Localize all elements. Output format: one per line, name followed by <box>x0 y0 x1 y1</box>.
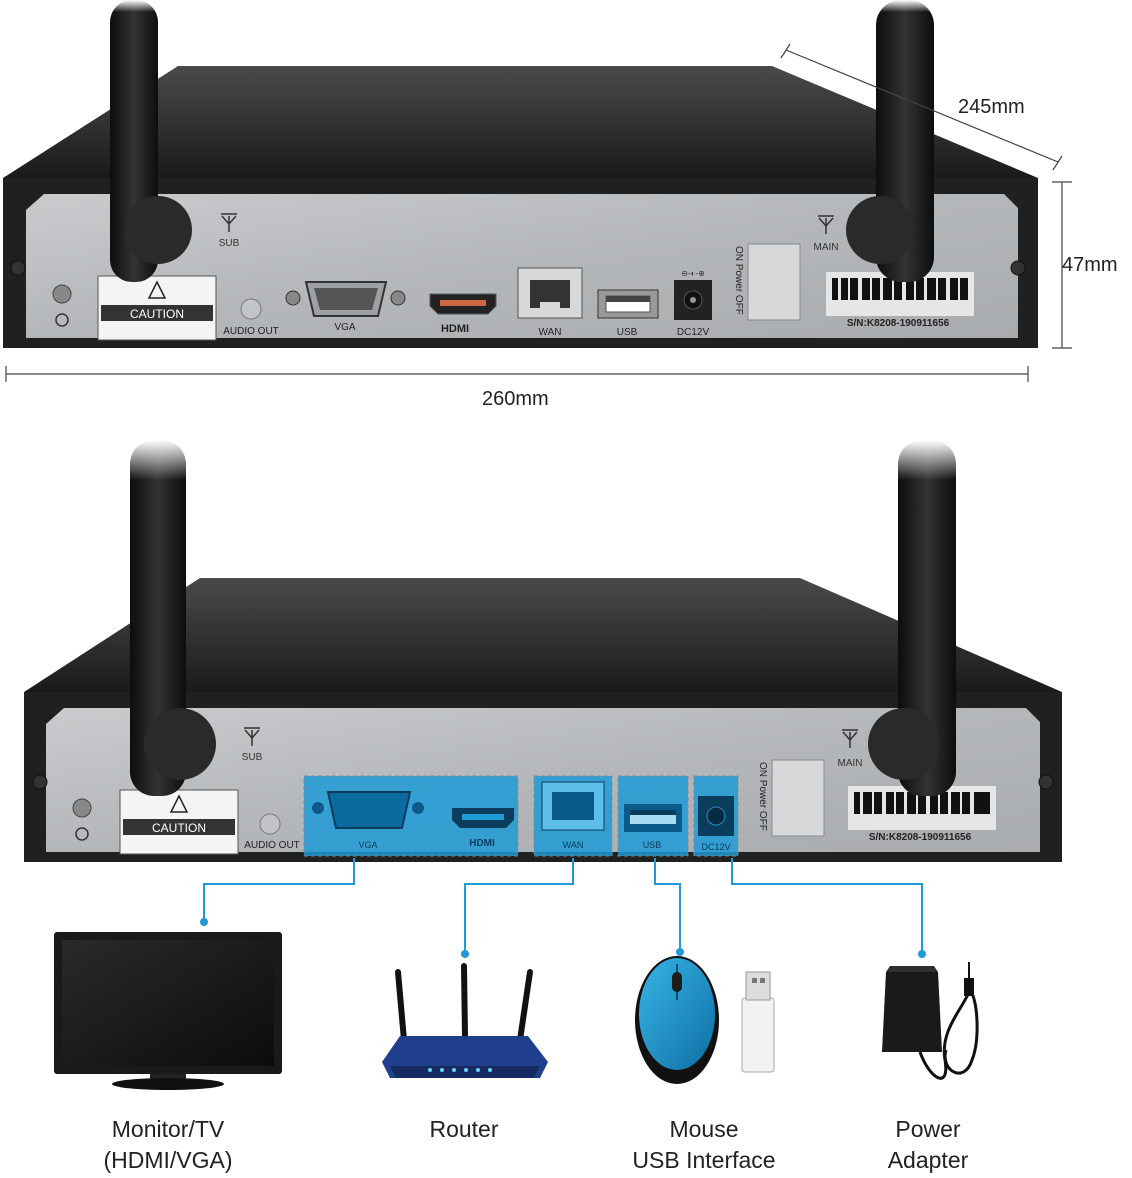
dc12v-label: DC12V <box>677 327 710 338</box>
chassis-top <box>24 578 1062 692</box>
router-caption-line1: Router <box>429 1116 499 1142</box>
height-dimension-line <box>1052 181 1072 349</box>
sub-antenna-icon <box>244 727 260 746</box>
usb-label: USB <box>617 327 638 338</box>
ground-screw-icon <box>72 798 92 818</box>
hdmi-port <box>429 293 497 315</box>
depth-dimension: 245mm <box>958 96 1025 118</box>
router-icon <box>382 963 548 1078</box>
sub-label: SUB <box>219 238 240 249</box>
power-caption-line2: Adapter <box>887 1147 969 1173</box>
vga-port <box>285 281 406 317</box>
main-antenna-icon <box>818 215 834 234</box>
warning-icon <box>169 794 189 813</box>
power-switch <box>771 759 825 837</box>
vga-label: VGA <box>334 322 355 333</box>
monitor-caption: Monitor/TV (HDMI/VGA) <box>68 1114 268 1176</box>
hdmi-label: HDMI <box>469 838 495 849</box>
serial-number: S/N:K8208-190911656 <box>869 832 972 843</box>
antenna-left <box>110 0 192 282</box>
audio-out-label: AUDIO OUT <box>244 840 300 851</box>
monitor-icon <box>54 932 282 1090</box>
main-label: MAIN <box>838 758 863 769</box>
power-caption: Power Adapter <box>848 1114 1008 1176</box>
power-switch-label: ON Power OFF <box>757 762 768 831</box>
mouse-caption-line2: USB Interface <box>632 1147 776 1173</box>
wan-label: WAN <box>539 327 562 338</box>
ground-symbol-icon <box>75 827 89 841</box>
mouse-connector-line <box>654 858 681 950</box>
mouse-caption-line1: Mouse <box>669 1116 739 1142</box>
audio-out-jack <box>259 813 281 835</box>
main-antenna-icon <box>842 729 858 748</box>
monitor-connector-line <box>203 858 355 920</box>
usb-dongle-icon <box>741 971 775 1073</box>
serial-number: S/N:K8208-190911656 <box>847 318 950 329</box>
connector-lines <box>203 858 923 952</box>
width-dimension: 260mm <box>482 388 549 410</box>
router-connector-line <box>464 858 574 952</box>
power-caption-line1: Power <box>895 1116 961 1142</box>
connector-dot <box>200 918 208 926</box>
wan-port <box>517 267 583 319</box>
width-dimension-line <box>5 366 1029 382</box>
height-dimension: 47mm <box>1062 254 1118 276</box>
main-label: MAIN <box>814 242 839 253</box>
sub-antenna-icon <box>221 213 237 232</box>
antenna-right <box>868 440 958 796</box>
caution-text: CAUTION <box>130 307 184 321</box>
depth-dimension-line <box>780 43 1063 171</box>
power-switch-label: ON Power OFF <box>733 246 744 315</box>
chassis-top <box>3 66 1038 178</box>
wan-label: WAN <box>563 840 584 850</box>
sub-label: SUB <box>242 752 263 763</box>
caution-text: CAUTION <box>152 821 206 835</box>
monitor-caption-line1: Monitor/TV <box>111 1116 225 1142</box>
audio-out-jack <box>240 298 262 320</box>
warning-icon <box>147 280 167 299</box>
mouse-icon <box>635 956 719 1084</box>
ground-symbol-icon <box>55 313 69 327</box>
connector-dot <box>918 950 926 958</box>
usb-label: USB <box>643 840 662 850</box>
router-caption: Router <box>384 1114 544 1145</box>
dc12v-highlight <box>693 775 739 857</box>
wan-highlight <box>533 775 613 857</box>
antenna-right <box>846 0 934 282</box>
hdmi-label: HDMI <box>441 323 469 335</box>
dc-power-jack: ⊖-◐-⊕ <box>674 269 712 320</box>
dc12v-label: DC12V <box>701 842 730 852</box>
usb-highlight <box>617 775 689 857</box>
mouse-caption: Mouse USB Interface <box>604 1114 804 1176</box>
vga-label: VGA <box>358 840 377 850</box>
usb-port <box>597 289 659 319</box>
power-connector-line <box>731 858 923 952</box>
audio-out-label: AUDIO OUT <box>223 326 279 337</box>
connector-dot <box>461 950 469 958</box>
power-adapter-icon <box>882 962 979 1080</box>
vga-hdmi-highlight <box>303 775 519 857</box>
power-switch <box>747 243 801 321</box>
svg-text:⊖-◐-⊕: ⊖-◐-⊕ <box>681 269 705 278</box>
antenna-left <box>128 440 216 796</box>
ground-screw-icon <box>52 284 72 304</box>
monitor-caption-line2: (HDMI/VGA) <box>103 1147 233 1173</box>
connector-dot <box>676 948 684 956</box>
nvr-top-view: CAUTION SUB AUDIO OUT VGA HDMI <box>3 0 1072 382</box>
nvr-connection-view: CAUTION SUB AUDIO OUT VGA HDMI WAN <box>24 440 1062 958</box>
